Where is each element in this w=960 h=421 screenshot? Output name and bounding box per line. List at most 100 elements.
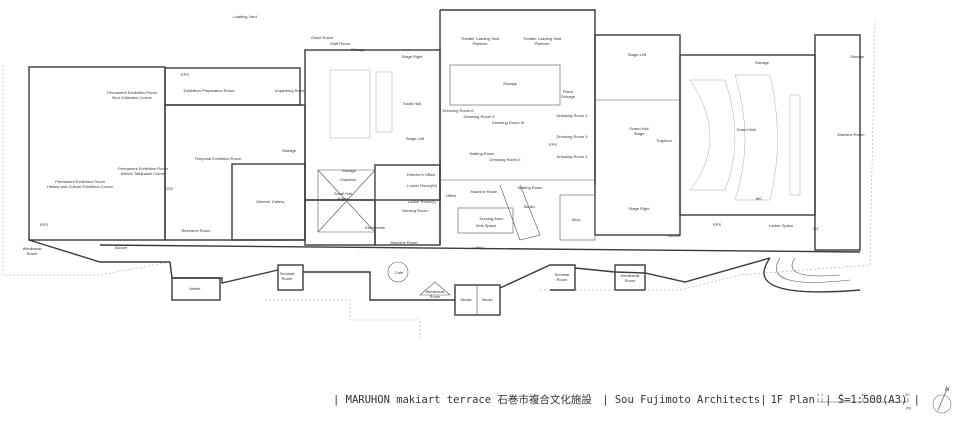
room-label: Dressing Room 4 [557, 154, 589, 159]
walls [28, 9, 861, 263]
room-label: Studio [460, 297, 472, 302]
room-label: Temporal Exhibition Room [195, 156, 242, 161]
plan-name: 1F Plan [770, 394, 815, 406]
room-label: Storage [850, 54, 865, 59]
room-label: EV [813, 226, 819, 231]
room-label: Dressing Room 5 [464, 114, 496, 119]
room-label: Stage Left [628, 52, 647, 57]
room-label: Alcove [115, 245, 128, 250]
room-label: Exhibition Preparation Room [184, 88, 236, 93]
room-label: Locker Room(M) [407, 183, 437, 188]
scale-bar: 0 1 5 10 20 (m) [817, 392, 911, 410]
north-label: N [945, 387, 950, 393]
room-label: Windbreak [22, 246, 41, 251]
room-label: Room [27, 251, 38, 256]
room-label: Permanent Exhibition Room [118, 166, 168, 171]
scale-unit: (m) [906, 406, 911, 410]
grand-hall-seating [689, 74, 801, 201]
room-label: Permanent Exhibition Room [107, 90, 157, 95]
room-label: History and Culture Exhibition Corner [47, 184, 114, 189]
room-label: Small Hall [403, 101, 421, 106]
room-label: Small Hall [334, 191, 352, 196]
scale-tick-label: 1 [821, 392, 824, 397]
room-label: Shop [571, 217, 581, 222]
room-label: Grand Hall [629, 126, 648, 131]
room-label: Stage Right [629, 206, 651, 211]
room-label: EPS [40, 222, 48, 227]
room-label: Dressing Room III [492, 120, 524, 125]
room-label: DS2 [165, 186, 174, 191]
room-label: Trapdoor [656, 138, 673, 143]
plan-scale: | S=1:500(A3) | [825, 394, 920, 406]
room-label: Storage [561, 94, 576, 99]
room-label: Dressing Room 2 [557, 113, 589, 118]
room-label: Stage [634, 131, 645, 136]
room-label: Seminar [280, 271, 296, 276]
room-label: Storage [342, 168, 357, 173]
room-label: EPS [549, 142, 557, 147]
room-label: Permanent Exhibition Room [55, 179, 105, 184]
room-label: Storage [503, 81, 518, 86]
room-label: Storage [282, 148, 297, 153]
room-label: Waiting Room [518, 185, 544, 190]
north-arrow-icon: N [932, 387, 952, 414]
room-label: Room [430, 294, 441, 299]
room-label: Director's Office [407, 172, 436, 177]
title-block: | MARUHON makiart terrace 石巻市複合文化施設 | So… [333, 392, 924, 407]
room-label: Dressing Room II [490, 157, 521, 162]
architect-name: | Sou Fujimoto Architects| [602, 394, 767, 406]
room-label: Chamber [340, 177, 357, 182]
room-label: Windbreak [620, 273, 639, 278]
room-label: Kids Space [476, 223, 497, 228]
room-label: Research Room [182, 228, 212, 233]
room-label: Machine Room [838, 132, 866, 137]
room-label: Room [282, 276, 293, 281]
room-label: Studio [481, 297, 493, 302]
project-title: | MARUHON makiart terrace 石巻市複合文化施設 [333, 394, 592, 406]
room-label: Mori Collection Corner [112, 95, 152, 100]
room-label: Room [557, 277, 568, 282]
room-label: Unpacking Room [275, 88, 306, 93]
room-label: Seminar [555, 272, 571, 277]
room-label: Grand Hall [736, 127, 755, 132]
room-label: Windbreak [425, 289, 444, 294]
room-label: Locker Space [769, 223, 794, 228]
room-label: Atelier [189, 286, 201, 291]
room-label: Nursing Room [402, 208, 428, 213]
room-label: Dressing Room 6 [443, 108, 475, 113]
room-label: Stage Right [402, 54, 424, 59]
room-label: Nursing Area [479, 216, 503, 221]
room-label: Piano [563, 89, 574, 94]
room-label: Machine Room [471, 189, 499, 194]
room-label: Platform [473, 41, 489, 46]
room-label: Citizens' Gallery [256, 199, 285, 204]
room-labels: Loading Yard Guest Room Staff Room Stora… [22, 14, 865, 302]
room-label: Guest Room [311, 35, 334, 40]
room-label: Lobby [473, 245, 484, 250]
room-label: WC [756, 196, 763, 201]
scale-tick-label: 10 [861, 392, 866, 397]
scale-tick-label: 0 [817, 392, 820, 397]
room-label: Ishiichi Takahashi Corner [121, 171, 166, 176]
room-label: Loading Yard [233, 14, 256, 19]
room-label: Waiting Room [470, 151, 496, 156]
room-label: Cafe [395, 270, 404, 275]
room-label: Stage Left [406, 136, 425, 141]
room-label: Staff Room [330, 41, 351, 46]
room-label: EPS [713, 222, 721, 227]
room-label: Alcove [668, 233, 681, 238]
room-label: Room [625, 278, 636, 283]
scale-tick-label: 5 [840, 392, 843, 397]
room-label: EPS [181, 72, 189, 77]
room-label: Kitchenette [365, 225, 386, 230]
scale-tick-label: 20 [905, 392, 910, 397]
room-label: Machine Room [391, 240, 419, 245]
room-label: Platform [535, 41, 551, 46]
terrace-annexes [169, 257, 861, 316]
room-label: Locker Room(L) [408, 199, 437, 204]
room-label: Storage [351, 47, 366, 52]
room-label: Studio [523, 204, 535, 209]
room-label: Foyer [338, 196, 349, 201]
room-label: Theater Loading Yard [461, 36, 499, 41]
